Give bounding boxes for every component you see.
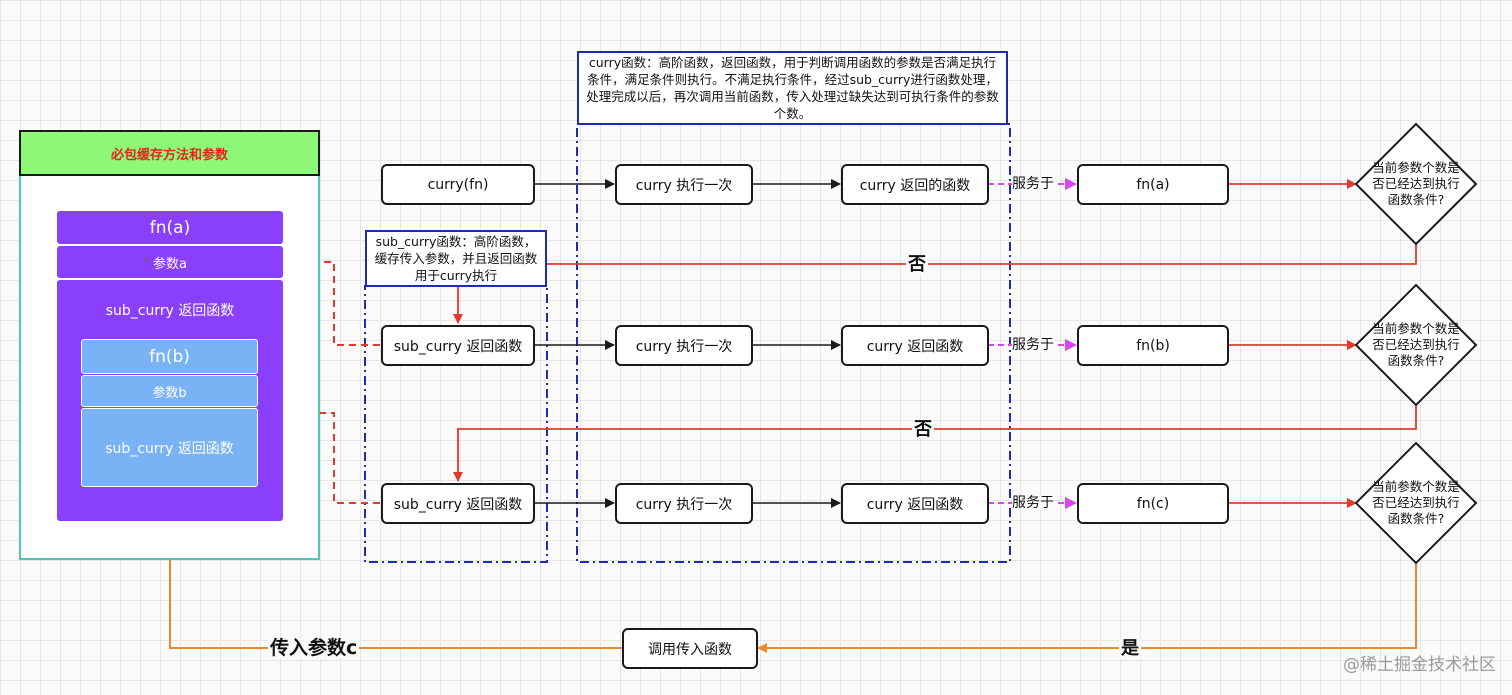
sub-curry-node-2: sub_curry 返回函数 [381,483,535,524]
condition-text-1: 当前参数个数是否已经达到执行函数条件? [1372,160,1460,207]
curry-return-node-1: curry 返回的函数 [841,164,989,205]
condition-diamond-1 [1354,122,1478,246]
fn-a-node: fn(a) [1077,164,1229,205]
sub-curry-inner-block: sub_curry 返回函数 [81,408,258,487]
param-a-block: 参数a [57,246,283,278]
fn-a-block: fn(a) [57,211,283,244]
curry-exec-node-2: curry 执行一次 [615,325,753,366]
curry-exec-node-3: curry 执行一次 [615,483,753,524]
sub-curry-node-1: sub_curry 返回函数 [381,325,535,366]
watermark: @稀土掘金技术社区 [1343,655,1496,675]
condition-diamond-2 [1354,283,1478,407]
condition-text-3: 当前参数个数是否已经达到执行函数条件? [1372,479,1460,526]
fn-c-node: fn(c) [1077,483,1229,524]
param-b-block: 参数b [81,375,258,407]
no-label-2: 否 [912,419,934,440]
fn-b-block: fn(b) [81,339,258,374]
condition-text-2: 当前参数个数是否已经达到执行函数条件? [1372,321,1460,368]
curry-return-node-3: curry 返回函数 [841,483,989,524]
no-label-1: 否 [906,254,928,275]
closure-title: 必包缓存方法和参数 [19,130,320,176]
sub-curry-note: sub_curry函数：高阶函数，缓存传入参数，并且返回函数用于curry执行 [365,230,547,287]
call-fn-node: 调用传入函数 [622,628,758,669]
serves-label-3: 服务于 [1012,495,1054,511]
curry-fn-node: curry(fn) [381,164,535,205]
yes-label: 是 [1119,638,1141,659]
serves-label-2: 服务于 [1012,337,1054,353]
pass-c-label: 传入参数c [268,637,360,659]
condition-diamond-3 [1354,441,1478,565]
curry-note: curry函数：高阶函数，返回函数，用于判断调用函数的参数是否满足执行条件，满足… [577,51,1008,125]
curry-return-node-2: curry 返回函数 [841,325,989,366]
fn-b-node: fn(b) [1077,325,1229,366]
serves-label-1: 服务于 [1012,176,1054,192]
curry-exec-node-1: curry 执行一次 [615,164,753,205]
